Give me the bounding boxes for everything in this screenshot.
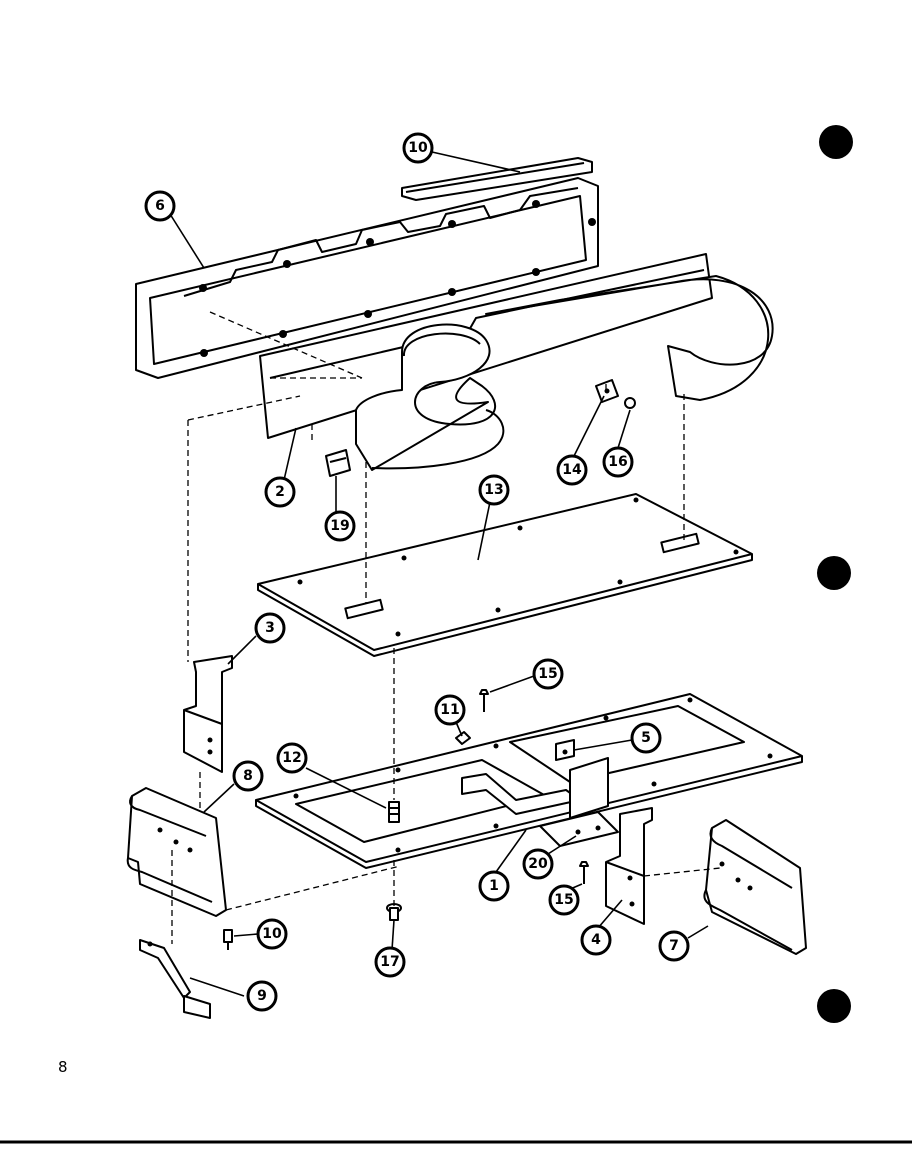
callout-4: 4 <box>580 924 612 956</box>
svg-text:4: 4 <box>591 932 601 948</box>
page-number: 8 <box>58 1058 68 1076</box>
callout-3: 3 <box>254 612 286 644</box>
svg-text:13: 13 <box>484 482 503 498</box>
part-connector-19 <box>325 449 351 477</box>
callout-2: 2 <box>264 476 296 508</box>
svg-text:8: 8 <box>243 768 253 784</box>
callout-10-top: 10 <box>402 132 434 164</box>
svg-text:15: 15 <box>538 666 557 682</box>
callout-9: 9 <box>246 980 278 1012</box>
part-screw-15-top <box>479 689 489 712</box>
svg-text:6: 6 <box>155 198 165 214</box>
svg-text:16: 16 <box>608 454 627 470</box>
part-bracket-5 <box>555 739 609 819</box>
part-trim-strip <box>401 157 593 201</box>
callout-7: 7 <box>658 930 690 962</box>
callout-5: 5 <box>630 722 662 754</box>
svg-text:9: 9 <box>257 988 267 1004</box>
callout-16: 16 <box>602 446 634 478</box>
svg-text:19: 19 <box>330 518 349 534</box>
part-stud-12 <box>388 801 400 823</box>
svg-text:10: 10 <box>262 926 282 942</box>
part-screw-16 <box>624 397 636 409</box>
svg-text:15: 15 <box>554 892 573 908</box>
part-screw-10-bottom <box>223 929 233 950</box>
part-mounting-bracket-4 <box>605 807 653 925</box>
svg-text:5: 5 <box>641 730 651 746</box>
callout-8: 8 <box>232 760 264 792</box>
part-screw-17 <box>386 903 402 921</box>
callout-20: 20 <box>522 848 554 880</box>
part-side-bracket-7 <box>703 819 807 955</box>
part-lever-9 <box>139 939 211 1019</box>
svg-text:11: 11 <box>440 702 459 718</box>
svg-text:17: 17 <box>380 954 399 970</box>
alignment-lines <box>171 311 721 944</box>
callout-1: 1 <box>478 870 510 902</box>
binder-hole-bottom <box>817 989 851 1023</box>
callout-10-bottom: 10 <box>256 918 288 950</box>
binder-hole-top <box>819 125 853 159</box>
part-mounting-bracket-3 <box>183 655 233 773</box>
callout-19: 19 <box>324 510 356 542</box>
svg-text:14: 14 <box>562 462 582 478</box>
part-control-panel-bezel <box>135 177 599 379</box>
callout-15-bottom: 15 <box>548 884 580 916</box>
svg-text:1: 1 <box>489 878 499 894</box>
svg-text:20: 20 <box>528 856 548 872</box>
svg-text:10: 10 <box>408 140 428 156</box>
svg-text:3: 3 <box>265 620 275 636</box>
callout-13: 13 <box>478 474 510 506</box>
svg-text:2: 2 <box>275 484 285 500</box>
part-screw-15-bottom <box>579 861 589 884</box>
part-plate-20 <box>539 811 619 847</box>
callout-15-top: 15 <box>532 658 564 690</box>
svg-text:7: 7 <box>669 938 679 954</box>
part-side-bracket-8 <box>126 787 227 917</box>
part-circuit-board <box>257 493 753 657</box>
svg-text:12: 12 <box>282 750 301 766</box>
callout-17: 17 <box>374 946 406 978</box>
callout-11: 11 <box>434 694 466 726</box>
callout-14: 14 <box>556 454 588 486</box>
callout-6: 6 <box>144 190 176 222</box>
binder-hole-middle <box>817 556 851 590</box>
leader-lines <box>169 151 709 997</box>
part-ribbon-cable <box>355 275 774 471</box>
callout-12: 12 <box>276 742 308 774</box>
